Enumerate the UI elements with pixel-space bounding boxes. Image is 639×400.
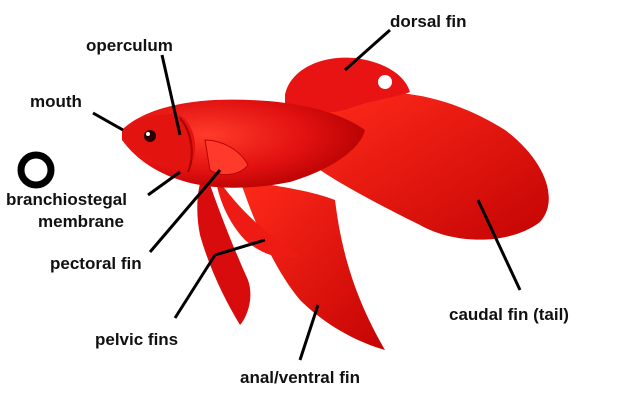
label-mouth: mouth (30, 92, 82, 112)
label-pelvic-fins: pelvic fins (95, 330, 178, 350)
caudal-fin-shape (320, 93, 549, 240)
pelvic-fins-leader-1 (175, 255, 215, 318)
eye-highlight (146, 132, 150, 136)
label-dorsal-fin: dorsal fin (390, 12, 467, 32)
ring-icon (21, 155, 51, 185)
anal-fin-leader (300, 305, 318, 360)
dorsal-fin-notch (378, 75, 392, 89)
label-branchiostegal-line2: membrane (38, 212, 124, 232)
label-operculum: operculum (86, 36, 173, 56)
label-branchiostegal-line1: branchiostegal (6, 190, 127, 210)
label-anal-ventral-fin: anal/ventral fin (240, 368, 360, 388)
mouth-leader (93, 113, 123, 130)
label-caudal-fin: caudal fin (tail) (449, 305, 569, 325)
branchiostegal-leader (148, 172, 180, 195)
eye (144, 130, 156, 142)
label-pectoral-fin: pectoral fin (50, 254, 142, 274)
